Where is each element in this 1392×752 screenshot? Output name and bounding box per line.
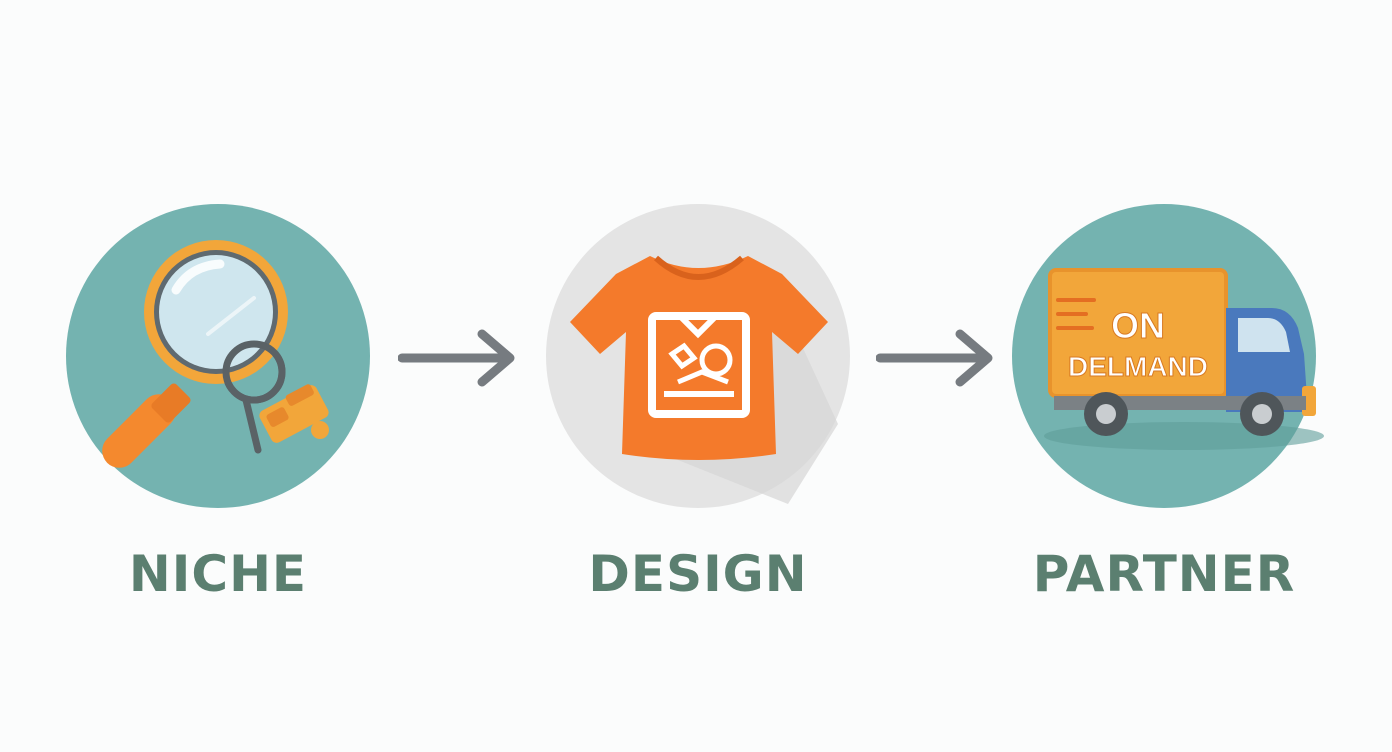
step-niche: NICHE [58, 204, 378, 604]
step-partner: ON DELMAND PARTNER [1004, 204, 1324, 604]
delivery-truck-icon: ON DELMAND [1012, 204, 1324, 508]
magnifying-glass-icon [66, 204, 370, 508]
step-design: DESIGN [538, 204, 858, 604]
truck-text-line2: DELMAND [1068, 351, 1208, 382]
truck-text-line1: ON [1111, 305, 1165, 346]
arrow-right-icon [397, 326, 520, 394]
t-shirt-icon [546, 204, 850, 508]
step-label-niche: NICHE [128, 545, 308, 603]
step-label-design: DESIGN [588, 545, 808, 603]
arrow-right-icon [875, 326, 998, 394]
step-label-partner: PARTNER [1032, 545, 1296, 603]
